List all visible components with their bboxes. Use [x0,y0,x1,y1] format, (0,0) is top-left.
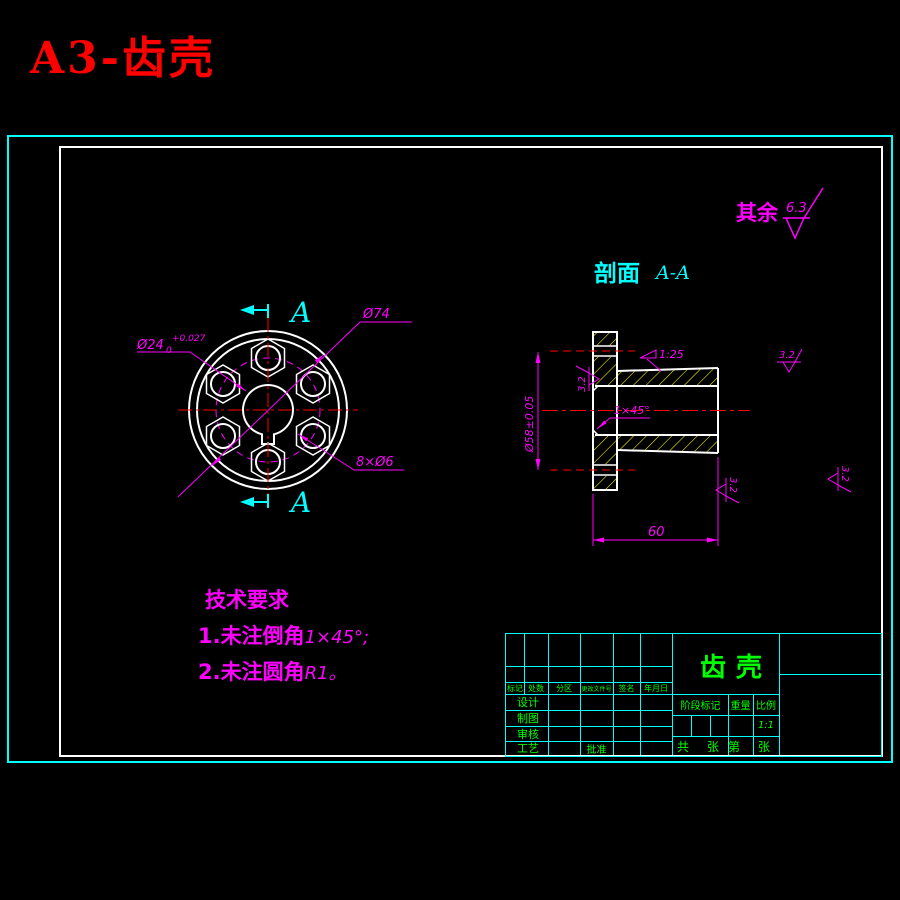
taper-text: 1:25 [659,348,684,361]
page-title: A3-齿壳 [30,33,217,84]
sheet-inner-frame [59,146,883,757]
tb-footer-number-prefix: 第 [727,739,740,754]
tb-header-zone: 分区 [556,683,572,693]
bolt-circle [215,357,321,463]
section-title-prefix: 剖面 [594,260,640,287]
chamfer-text: 1×45° [614,404,650,417]
tech-req-title: 技术要求 [205,588,289,612]
tb-header-count: 处数 [528,683,544,693]
dim-length: 60 [592,457,719,546]
bolt-holes [205,338,331,482]
roughness-symbol [783,187,824,240]
dim-bore: Ø24 +0.027 0 [136,334,247,392]
front-view: A A Ø24 +0.027 0 Ø74 8× [136,296,412,519]
sheet-outer-frame [7,135,893,763]
tb-stage-label: 阶段标记 [680,701,721,712]
dim-diameter: Ø58±0.05 [523,352,541,470]
bore-dim-text: Ø24 [136,338,164,353]
tb-scale-value: 1:1 [757,720,775,731]
section-cut-marks: A A [240,296,311,519]
svg-text:3.2: 3.2 [727,477,738,493]
tb-scale-label: 比例 [756,701,776,712]
section-letter-bottom: A [288,486,311,519]
svg-text:3.2: 3.2 [577,376,588,392]
roughness-top: 3.2 [777,348,803,373]
tb-footer-number-unit: 张 [757,739,770,754]
body-bottom-taper [616,449,719,454]
tb-row-process: 工艺 [517,742,539,755]
svg-text:3.2: 3.2 [839,466,850,482]
diameter-dim-text: Ø58±0.05 [523,396,536,453]
title-block: 标记 处数 分区 更改文件号 签名 年月日 设计 制图 审核 工艺 批准 齿壳 … [505,633,882,757]
roughness-right: 3.2 [715,477,740,504]
dim-holes: 8×Ø6 [297,433,404,471]
tb-row-approve: 批准 [586,744,607,756]
length-dim-text: 60 [648,525,665,540]
bore-tol-lower: 0 [166,346,172,356]
tb-header-date: 年月日 [644,683,668,693]
section-letter-top: A [288,296,311,329]
bore-with-keyway [242,384,294,445]
section-title-name: A-A [654,262,690,284]
section-title: 剖面 A-A [594,260,690,287]
tech-req-item-2: 2.未注圆角R1。 [198,660,347,684]
holes-dim-text: 8×Ø6 [356,455,394,470]
dim-bolt-circle: Ø74 [177,307,412,498]
bolt-circle-dim-text: Ø74 [362,307,390,322]
svg-text:3.2: 3.2 [779,350,795,361]
surface-note-prefix: 其余 [736,201,779,225]
section-view: Ø58±0.05 60 1×45° 1:25 [523,331,852,546]
tech-req-item-1: 1.未注倒角1×45°; [198,624,370,648]
tb-footer-total-prefix: 共 [676,739,689,754]
roughness-left: 3.2 [575,365,600,392]
tb-header-doc-no: 更改文件号 [581,685,612,693]
dim-taper: 1:25 [639,348,684,372]
hatch-regions [593,333,718,489]
tb-weight-label: 重量 [730,701,751,712]
chamfer-bottom [592,429,599,436]
body-top-taper [616,367,719,372]
bore-tol-upper: +0.027 [172,334,206,344]
section-arrow-bottom [240,497,254,507]
roughness-right-2: 3.2 [827,466,852,493]
section-outline [592,331,719,491]
section-arrow-top [240,305,254,315]
tb-header-mark: 标记 [507,683,523,693]
technical-requirements: 技术要求 1.未注倒角1×45°; 2.未注圆角R1。 [198,584,478,686]
surface-note: 其余 6.3 [736,187,824,240]
taper-symbol [639,349,657,359]
tb-footer-total-unit: 张 [706,739,719,754]
surface-note-value: 6.3 [786,201,807,216]
chamfer-top [592,385,599,392]
part-name: 齿壳 [699,652,772,683]
tb-row-design: 设计 [517,696,539,709]
dim-chamfer: 1×45° [596,404,650,430]
tb-row-check: 审核 [517,727,539,741]
tb-row-draw: 制图 [517,712,539,725]
tb-header-signature: 签名 [618,683,635,693]
